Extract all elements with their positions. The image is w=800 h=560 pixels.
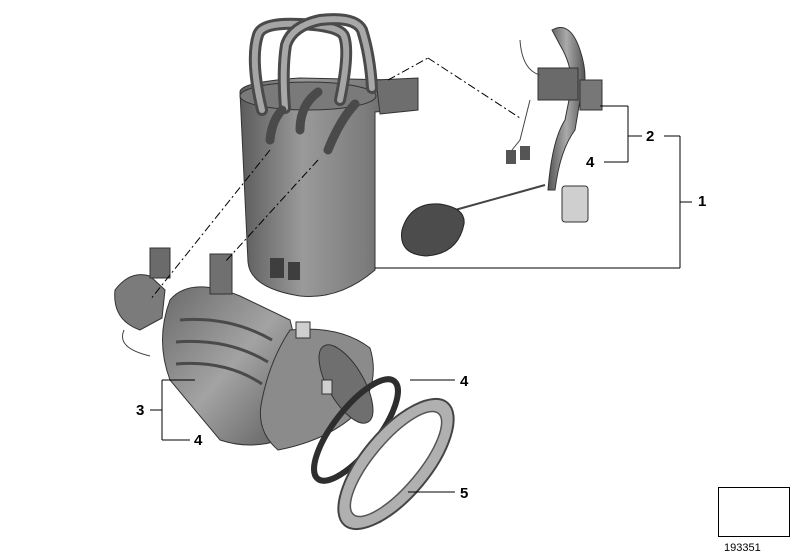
fuel-pump-module (114, 247, 374, 451)
locking-ring (337, 397, 455, 531)
callout-2: 2 (646, 128, 655, 145)
callout-4-pump: 4 (194, 432, 203, 449)
callout-1: 1 (698, 193, 707, 210)
reference-number: 193351 (724, 542, 761, 554)
callout-4-sensor: 4 (586, 154, 595, 171)
reference-frame (718, 487, 790, 537)
level-sensor-assembly (401, 27, 603, 257)
leader-lines (150, 105, 692, 493)
assembly-guide-lines (149, 57, 521, 301)
callout-5: 5 (460, 485, 469, 502)
callout-4-ring: 4 (460, 373, 469, 390)
reservoir-hoses (248, 13, 378, 155)
callout-3: 3 (136, 402, 145, 419)
